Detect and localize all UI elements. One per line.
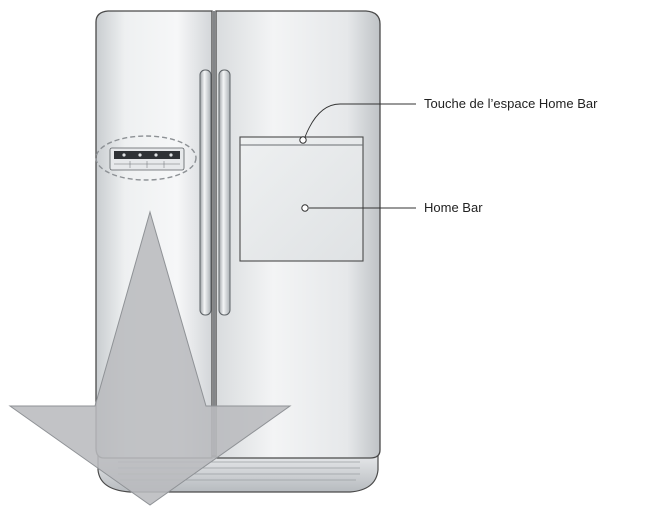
label-home-bar-button: Touche de l’espace Home Bar xyxy=(424,96,598,111)
fridge-handle xyxy=(218,69,231,316)
callout-home-bar xyxy=(301,204,416,212)
control-panel-highlight xyxy=(95,135,197,181)
home-bar xyxy=(239,136,364,262)
freezer-handle xyxy=(199,69,212,316)
callout-home-bar-button xyxy=(299,103,416,144)
label-home-bar: Home Bar xyxy=(424,200,483,215)
down-arrow-icon xyxy=(8,210,292,506)
control-panel xyxy=(95,135,197,181)
